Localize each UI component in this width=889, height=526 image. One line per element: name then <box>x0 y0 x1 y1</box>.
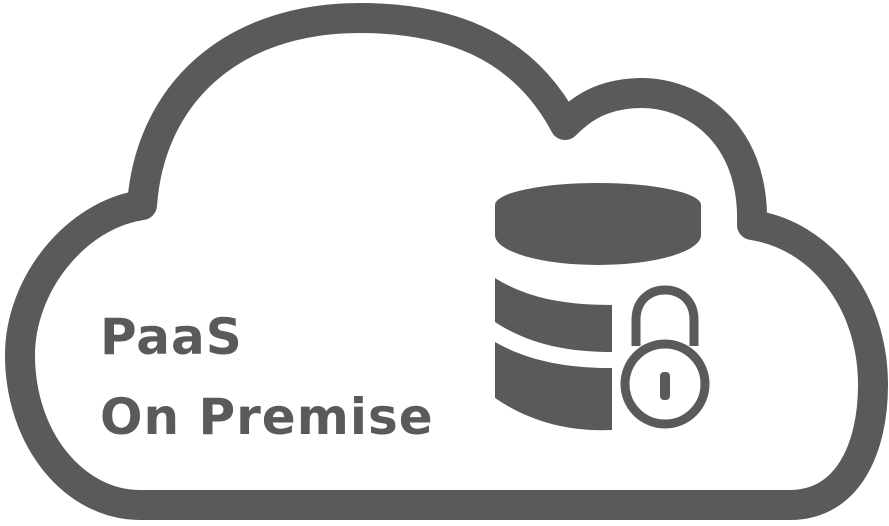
padlock-icon <box>620 285 710 429</box>
title-line-paas: PaaS <box>100 308 243 366</box>
title-line-on-premise: On Premise <box>100 388 434 446</box>
cloud-icon <box>5 3 888 520</box>
database-icon <box>495 183 701 431</box>
keyhole-icon <box>660 372 670 400</box>
label-block: PaaS On Premise <box>100 312 434 442</box>
